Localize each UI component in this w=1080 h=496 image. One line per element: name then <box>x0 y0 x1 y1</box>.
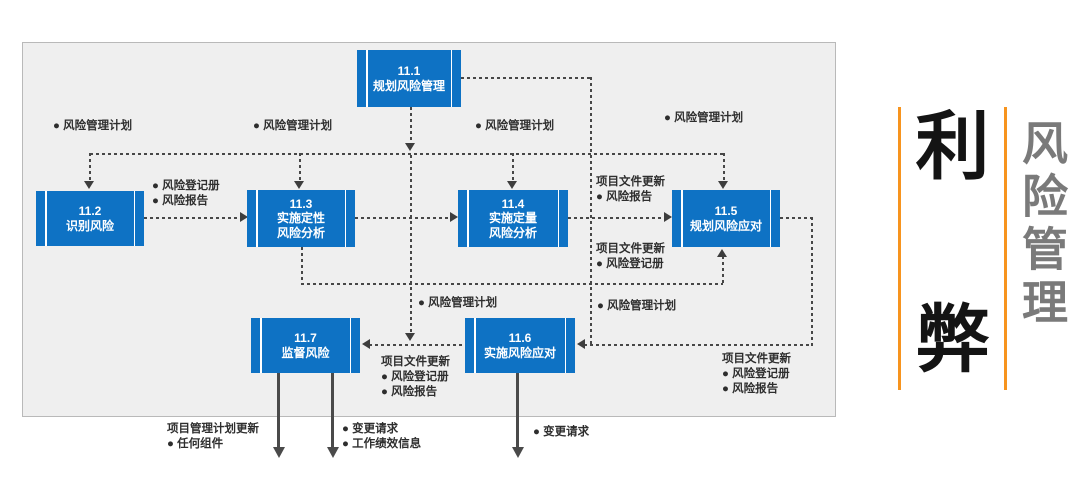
dashed-connector <box>299 153 301 181</box>
dashed-connector <box>301 247 303 284</box>
process-name: 实施定性 <box>276 211 325 226</box>
label-risk-mgmt-plan: ● 风险管理计划 <box>475 120 555 132</box>
arrowhead-into-11-6-right <box>577 339 585 349</box>
label-risk-mgmt-plan: ● 风险管理计划 <box>53 120 133 132</box>
label-heading: 项目文件更新 <box>596 243 665 255</box>
vertical-title-risk-management: 风险管理 <box>1016 119 1068 331</box>
label-risk-mgmt-plan: ● 风险管理计划 <box>418 297 498 309</box>
arrowhead-into-11-4-left <box>450 212 458 222</box>
label-line: ● 任何组件 <box>167 438 224 450</box>
process-number: 11.4 <box>501 196 525 211</box>
dashed-connector-bus <box>90 153 726 155</box>
dashed-connector <box>355 217 451 219</box>
label-line: ● 变更请求 <box>342 423 399 435</box>
process-name: 规划风险应对 <box>689 218 762 233</box>
arrowhead-onto-monitor-line <box>405 333 415 341</box>
label-line: ● 工作绩效信息 <box>342 438 422 450</box>
arrowhead-into-11-2 <box>84 181 94 189</box>
label-line: ● 风险报告 <box>596 191 653 203</box>
arrowhead-into-11-4 <box>507 181 517 189</box>
process-name: 实施风险应对 <box>483 345 556 360</box>
label-pm-plan-update: 项目管理计划更新 ● 任何组件 <box>167 422 259 452</box>
process-box-11-5: 11.5 规划风险应对 <box>672 190 780 247</box>
process-name: 识别风险 <box>65 218 114 233</box>
process-number: 11.5 <box>714 204 738 218</box>
label-line: ● 风险登记册 <box>381 371 449 383</box>
dashed-connector <box>568 217 665 219</box>
label-heading: 项目文件更新 <box>596 176 665 188</box>
arrowhead-into-11-3 <box>294 181 304 189</box>
dashed-connector <box>461 77 591 79</box>
label-docs-update-report: 项目文件更新 ● 风险报告 <box>596 175 665 205</box>
pro-character: 利 <box>915 105 990 188</box>
con-character: 弊 <box>915 298 990 381</box>
label-line: ● 风险报告 <box>722 383 779 395</box>
label-register-report: ● 风险登记册 ● 风险报告 <box>152 179 220 209</box>
label-change-request: ● 变更请求 <box>533 426 590 438</box>
output-arrow-line <box>277 373 280 448</box>
process-box-11-1: 11.1 规划风险管理 <box>357 50 461 107</box>
arrowhead-into-11-5-left <box>664 212 672 222</box>
label-line: ● 风险登记册 <box>152 180 220 192</box>
arrowhead-into-11-5-bottom <box>717 249 727 257</box>
arrowhead-into-11-3-left <box>240 212 248 222</box>
process-box-11-3: 11.3 实施定性 风险分析 <box>247 190 355 247</box>
label-line: ● 风险报告 <box>152 195 209 207</box>
process-number: 11.7 <box>294 331 317 345</box>
process-box-11-4: 11.4 实施定量 风险分析 <box>458 190 568 247</box>
output-arrow-head <box>511 447 524 458</box>
label-change-request-wpi: ● 变更请求 ● 工作绩效信息 <box>342 422 421 452</box>
label-line: ● 风险报告 <box>381 386 438 398</box>
label-docs-update-register: 项目文件更新 ● 风险登记册 <box>596 242 665 272</box>
output-arrow-line <box>516 373 519 448</box>
label-risk-mgmt-plan: ● 风险管理计划 <box>597 300 677 312</box>
process-number: 11.6 <box>508 331 532 345</box>
process-box-11-6: 11.6 实施风险应对 <box>465 318 575 373</box>
dashed-connector <box>811 217 813 346</box>
process-number: 11.2 <box>78 204 102 218</box>
dashed-connector <box>722 256 724 284</box>
arrowhead-onto-bus <box>405 143 415 151</box>
process-name: 规划风险管理 <box>372 78 445 93</box>
orange-divider-right <box>1004 107 1007 390</box>
process-number: 11.3 <box>289 196 313 211</box>
label-docs-update-reg-rep: 项目文件更新 ● 风险登记册 ● 风险报告 <box>381 355 450 400</box>
process-box-11-2: 11.2 识别风险 <box>36 191 144 246</box>
dashed-connector <box>410 155 412 333</box>
label-line: ● 风险登记册 <box>596 258 664 270</box>
arrowhead-into-11-5-top <box>718 181 728 189</box>
output-arrow-head <box>272 447 285 458</box>
dashed-connector <box>89 153 91 181</box>
orange-divider-left <box>898 107 901 390</box>
process-number: 11.1 <box>397 64 421 78</box>
label-docs-update-reg-rep: 项目文件更新 ● 风险登记册 ● 风险报告 <box>722 352 791 397</box>
dashed-connector <box>301 283 723 285</box>
label-risk-mgmt-plan: ● 风险管理计划 <box>664 112 744 124</box>
output-arrow-head <box>326 447 339 458</box>
process-name: 实施定量 <box>488 211 537 226</box>
label-risk-mgmt-plan: ● 风险管理计划 <box>253 120 333 132</box>
process-box-11-7: 11.7 监督风险 <box>251 318 360 373</box>
dashed-connector <box>144 217 242 219</box>
process-name-line2: 风险分析 <box>488 225 537 240</box>
dashed-connector <box>584 344 813 346</box>
dashed-connector <box>410 107 412 145</box>
label-line: ● 风险登记册 <box>722 368 790 380</box>
dashed-connector <box>590 77 592 345</box>
label-heading: 项目管理计划更新 <box>167 423 259 435</box>
label-heading: 项目文件更新 <box>381 356 450 368</box>
label-heading: 项目文件更新 <box>722 353 791 365</box>
output-arrow-line <box>331 373 334 448</box>
dashed-connector <box>369 344 465 346</box>
arrowhead-into-11-7-right <box>362 339 370 349</box>
dashed-connector <box>512 153 514 181</box>
process-name-line2: 风险分析 <box>276 225 325 240</box>
dashed-connector <box>780 217 813 219</box>
dashed-connector <box>723 153 725 181</box>
process-name: 监督风险 <box>281 345 330 360</box>
